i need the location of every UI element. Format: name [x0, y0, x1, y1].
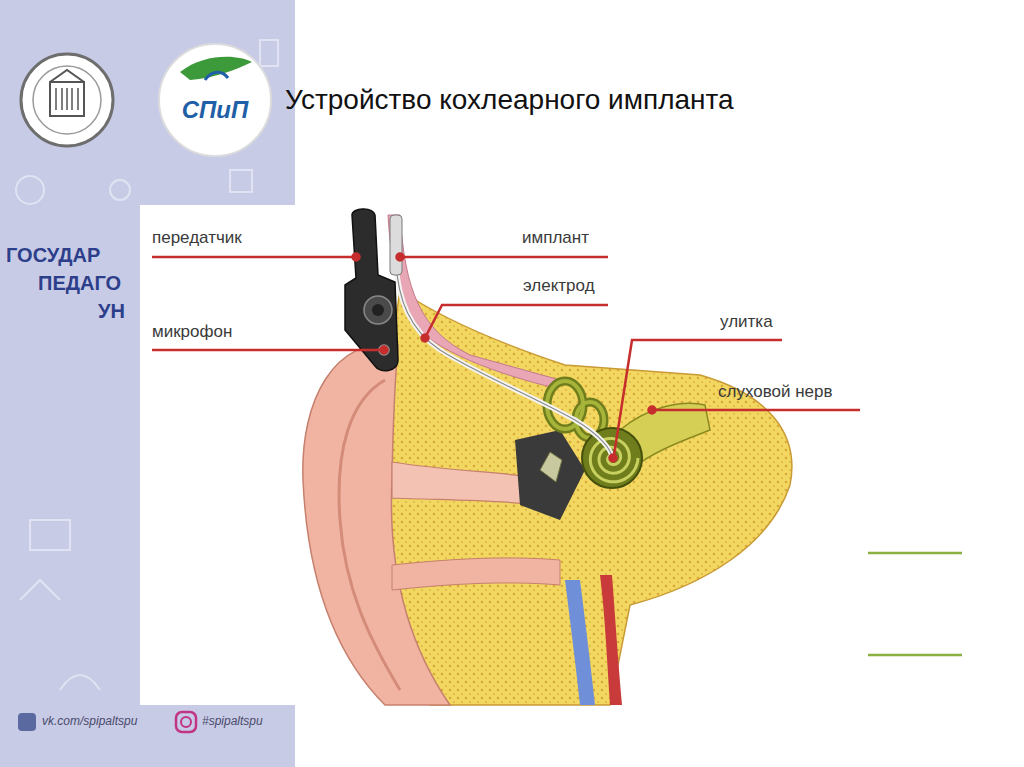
leader-lines [152, 254, 860, 462]
coil-center [372, 304, 384, 316]
instagram-icon [176, 712, 196, 732]
university-logo [21, 54, 113, 146]
slide-title: Устройство кохлеарного импланта [285, 84, 734, 116]
footer-link: vk.com/spipaltspu [42, 714, 137, 728]
part-label: имплант [522, 228, 589, 248]
lower-skin [392, 558, 560, 590]
middle-ear [515, 430, 585, 520]
cochlea-shell [582, 428, 642, 488]
watermark-text: УН [98, 300, 125, 323]
part-label: электрод [523, 276, 595, 296]
instagram-lens [181, 717, 191, 727]
green-rules [868, 553, 962, 655]
cochlea-spiral [590, 439, 638, 482]
watermark-text: ПЕДАГО [38, 272, 121, 295]
microphone [379, 345, 389, 355]
artery [600, 575, 622, 705]
part-label: передатчик [152, 228, 242, 248]
electrode-outline [396, 262, 612, 458]
auricle [303, 344, 450, 705]
footer-tag: #spipaltspu [202, 714, 263, 728]
logo-text: СПиП [182, 96, 249, 124]
spip-logo [159, 44, 271, 156]
part-label: улитка [720, 312, 773, 332]
part-label: слуховой нерв [718, 382, 833, 402]
spiral-line [590, 439, 638, 482]
auricle-fold [339, 380, 400, 690]
vk-icon [18, 713, 36, 731]
part-label: микрофон [152, 322, 232, 342]
watermark-text: ГОСУДАР [6, 244, 100, 267]
transmitter [345, 209, 398, 371]
figure-ground [140, 205, 1000, 705]
ossicles [540, 452, 562, 482]
implant-body [390, 215, 402, 275]
electrode-lead [396, 262, 612, 458]
vein [565, 580, 595, 705]
transmitter-coil [364, 296, 392, 324]
